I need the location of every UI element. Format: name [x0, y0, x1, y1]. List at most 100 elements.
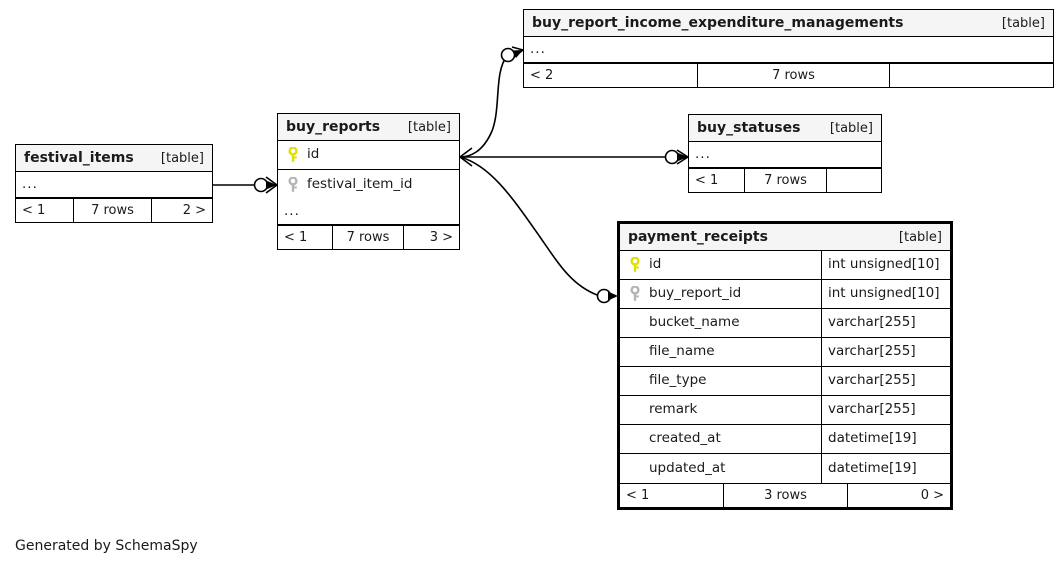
- crowsfoot-buy-reports-right: [459, 147, 473, 167]
- table-kind-label: [table]: [898, 229, 942, 245]
- cardinality-zero-birem: [500, 47, 516, 63]
- table-buy-reports[interactable]: buy_reports [table] id: [277, 113, 460, 250]
- table-festival-items[interactable]: festival_items [table] ... < 1 7 rows 2 …: [15, 144, 213, 223]
- table-row[interactable]: file_name varchar[255]: [620, 338, 950, 367]
- table-footer-birem: < 2 7 rows: [524, 63, 1053, 87]
- collapsed-columns-indicator[interactable]: ...: [689, 142, 881, 168]
- column-name-text: bucket_name: [649, 314, 740, 331]
- footer-children-count: 0 >: [920, 488, 944, 503]
- table-title: buy_reports: [286, 119, 381, 135]
- column-name-text: festival_item_id: [307, 175, 413, 192]
- table-payment-receipts[interactable]: payment_receipts [table] id int unsigned…: [617, 221, 953, 510]
- table-footer-buy-statuses: < 1 7 rows: [689, 168, 881, 192]
- column-cell-type: int unsigned[10]: [821, 280, 950, 308]
- table-row[interactable]: buy_report_id int unsigned[10]: [620, 280, 950, 309]
- generated-by-note: Generated by SchemaSpy: [15, 538, 198, 554]
- footer-row-count: 7 rows: [333, 226, 404, 249]
- column-cell-type: varchar[255]: [821, 396, 950, 424]
- column-name-text: id: [649, 256, 662, 273]
- table-header-birem[interactable]: buy_report_income_expenditure_management…: [524, 10, 1053, 37]
- column-name-text: id: [307, 146, 320, 163]
- column-cell-name: id: [278, 141, 459, 169]
- column-name-text: updated_at: [649, 459, 726, 476]
- table-row[interactable]: bucket_name varchar[255]: [620, 309, 950, 338]
- table-footer-payment-receipts: < 1 3 rows 0 >: [620, 483, 950, 507]
- column-cell-type: varchar[255]: [821, 309, 950, 337]
- table-header-festival-items[interactable]: festival_items [table]: [16, 145, 212, 172]
- key-icon-primary: [288, 147, 298, 162]
- table-title: buy_report_income_expenditure_management…: [532, 15, 904, 31]
- footer-children-count: [827, 169, 881, 192]
- table-footer-buy-reports: < 1 7 rows 3 >: [278, 225, 459, 249]
- edge-buy-reports-birem: [459, 55, 508, 158]
- column-name-text: buy_report_id: [649, 285, 742, 302]
- column-name-text: file_type: [649, 372, 707, 389]
- column-cell-name: id: [620, 251, 821, 279]
- footer-children-count: 3 >: [429, 230, 453, 245]
- column-list-payment-receipts: id int unsigned[10] buy_report_id int un…: [620, 251, 950, 483]
- table-kind-label: [table]: [1001, 15, 1045, 31]
- footer-parents-count: < 2: [524, 64, 698, 87]
- crowsfoot-buy-reports-left: [265, 176, 278, 194]
- footer-row-count: 7 rows: [745, 169, 827, 192]
- footer-parents-count: < 1: [620, 484, 724, 507]
- table-title: festival_items: [24, 150, 134, 166]
- footer-parents-count: < 1: [278, 226, 333, 249]
- table-row[interactable]: created_at datetime[19]: [620, 425, 950, 454]
- table-header-buy-reports[interactable]: buy_reports [table]: [278, 114, 459, 141]
- column-cell-name: file_type: [620, 367, 821, 395]
- edge-buy-reports-payment-receipts: [459, 156, 598, 296]
- column-name-text: created_at: [649, 430, 721, 447]
- table-row[interactable]: file_type varchar[255]: [620, 367, 950, 396]
- collapsed-columns-indicator[interactable]: ...: [278, 199, 459, 225]
- column-cell-type: varchar[255]: [821, 367, 950, 395]
- footer-row-count: 7 rows: [74, 199, 152, 222]
- column-name-text: file_name: [649, 343, 715, 360]
- column-cell-name: bucket_name: [620, 309, 821, 337]
- table-header-buy-statuses[interactable]: buy_statuses [table]: [689, 115, 881, 142]
- footer-children-count: 2 >: [182, 203, 206, 218]
- key-icon-foreign: [630, 286, 640, 301]
- table-row[interactable]: id int unsigned[10]: [620, 251, 950, 280]
- column-list-buy-reports: id festival_item_id: [278, 141, 459, 199]
- table-row[interactable]: remark varchar[255]: [620, 396, 950, 425]
- footer-parents-count: < 1: [689, 169, 745, 192]
- column-cell-name: created_at: [620, 425, 821, 453]
- table-row[interactable]: updated_at datetime[19]: [620, 454, 950, 483]
- cardinality-zero-festival-items: [253, 177, 269, 193]
- column-cell-type: varchar[255]: [821, 338, 950, 366]
- footer-children-count: [890, 64, 1053, 87]
- table-title: payment_receipts: [628, 229, 768, 245]
- table-header-payment-receipts[interactable]: payment_receipts [table]: [620, 224, 950, 251]
- collapsed-columns-indicator[interactable]: ...: [16, 172, 212, 198]
- key-icon-primary: [630, 257, 640, 272]
- table-buy-report-income-expenditure-managements[interactable]: buy_report_income_expenditure_management…: [523, 9, 1054, 88]
- cardinality-zero-payment-receipts: [596, 288, 612, 304]
- arrowhead-buy-reports-left: [266, 180, 277, 190]
- column-cell-type: datetime[19]: [821, 454, 950, 483]
- table-kind-label: [table]: [407, 119, 451, 135]
- table-buy-statuses[interactable]: buy_statuses [table] ... < 1 7 rows: [688, 114, 882, 193]
- key-icon-foreign: [288, 176, 298, 192]
- column-cell-name: file_name: [620, 338, 821, 366]
- arrowhead-birem: [512, 50, 523, 58]
- table-kind-label: [table]: [160, 150, 204, 166]
- table-row[interactable]: id: [278, 141, 459, 170]
- column-cell-name: festival_item_id: [278, 170, 459, 199]
- cardinality-zero-buy-statuses: [664, 149, 680, 165]
- column-name-text: remark: [649, 401, 698, 418]
- footer-row-count: 3 rows: [724, 484, 848, 507]
- footer-parents-count: < 1: [16, 199, 74, 222]
- arrowhead-buy-statuses: [677, 152, 688, 162]
- footer-row-count: 7 rows: [698, 64, 890, 87]
- column-cell-name: remark: [620, 396, 821, 424]
- collapsed-columns-indicator[interactable]: ...: [524, 37, 1053, 63]
- column-cell-type: datetime[19]: [821, 425, 950, 453]
- table-row[interactable]: festival_item_id: [278, 170, 459, 199]
- table-title: buy_statuses: [697, 120, 801, 136]
- table-kind-label: [table]: [829, 120, 873, 136]
- table-footer-festival-items: < 1 7 rows 2 >: [16, 198, 212, 222]
- column-cell-type: int unsigned[10]: [821, 251, 950, 279]
- column-cell-name: updated_at: [620, 454, 821, 483]
